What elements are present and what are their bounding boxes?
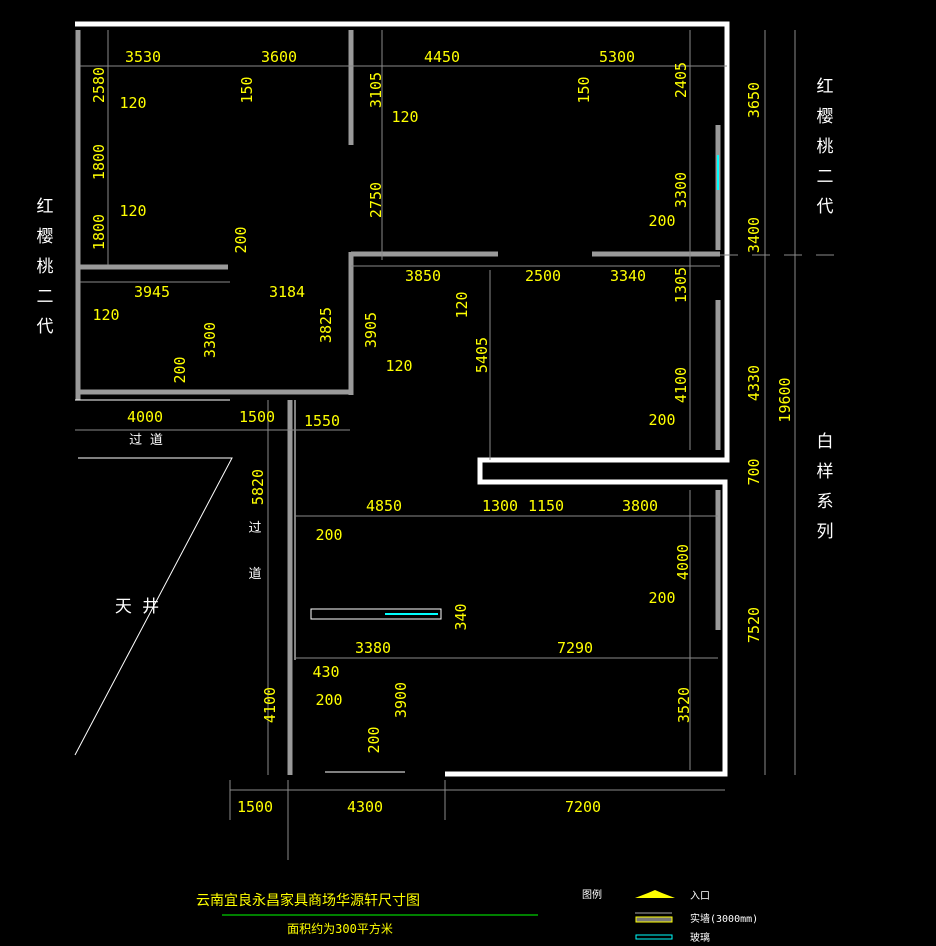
entrance-icon: [635, 890, 675, 898]
dimension-label: 3650: [745, 82, 763, 118]
series-char: 列: [817, 522, 834, 542]
dimension-label: 1800: [90, 214, 108, 250]
dimension-label: 200: [315, 691, 342, 709]
dimension-label: 1550: [304, 412, 340, 430]
dimension-label: 2750: [367, 182, 385, 218]
dimension-label: 5300: [599, 48, 635, 66]
series-char: 二: [37, 287, 54, 307]
legend-heading: 图例: [582, 888, 602, 901]
dimension-label: 340: [452, 603, 470, 630]
dimension-label: 120: [391, 108, 418, 126]
dimension-label: 700: [745, 458, 763, 485]
dimension-label: 5405: [473, 337, 491, 373]
dimension-label: 3825: [317, 307, 335, 343]
dimension-label: 7290: [557, 639, 593, 657]
series-char: 桃: [817, 137, 834, 157]
series-char: 系: [817, 492, 834, 512]
dimension-label: 3520: [675, 687, 693, 723]
dimension-label: 2500: [525, 267, 561, 285]
dimension-label: 4300: [347, 798, 383, 816]
dimension-label: 3380: [355, 639, 391, 657]
dimension-labels: 3530 3600 4450 5300 2580 120 150 3105 120 150 2405…: [90, 48, 794, 816]
corridor-side-char: 过: [248, 521, 261, 536]
dimension-label: 3600: [261, 48, 297, 66]
dimension-lines: [75, 30, 845, 860]
series-char: 白: [817, 432, 834, 452]
dimension-label: 7200: [565, 798, 601, 816]
dimension-label: 4850: [366, 497, 402, 515]
dimension-label: 1500: [239, 408, 275, 426]
legend-label: 入口: [690, 891, 710, 902]
dimension-label: 3184: [269, 283, 305, 301]
walls: [75, 21, 730, 777]
dimension-label: 1800: [90, 144, 108, 180]
dimension-label: 200: [365, 726, 383, 753]
courtyard: 天 井: [74, 457, 233, 756]
dimension-label: 7520: [745, 607, 763, 643]
solid-wall-swatch: [635, 916, 673, 923]
dimension-label: 120: [385, 357, 412, 375]
series-char: 红: [817, 77, 834, 97]
series-char: 代: [817, 197, 834, 217]
dimension-label: 200: [648, 589, 675, 607]
dimension-label: 4330: [745, 365, 763, 401]
series-char: 樱: [817, 107, 834, 127]
dimension-label: 3340: [610, 267, 646, 285]
dimension-label: 2405: [672, 62, 690, 98]
series-char: 红: [37, 197, 54, 217]
dimension-label: 4450: [424, 48, 460, 66]
series-label-left: 红 樱 桃 二 代: [37, 197, 54, 337]
legend: 图例 入口 实墙(3000mm) 玻璃: [582, 888, 758, 944]
dimension-label: 200: [648, 411, 675, 429]
series-label-right-2: 白 样 系 列: [817, 432, 834, 542]
dimension-label: 3300: [672, 172, 690, 208]
dimension-label: 1500: [237, 798, 273, 816]
dimension-label: 3945: [134, 283, 170, 301]
series-char: 样: [817, 462, 834, 482]
dimension-label: 4000: [674, 544, 692, 580]
dimension-label: 5820: [249, 469, 267, 505]
dimension-label: 200: [648, 212, 675, 230]
series-char: 樱: [37, 227, 54, 247]
area-text: 面积约为300平方米: [287, 921, 393, 936]
dimension-label: 120: [453, 291, 471, 318]
courtyard-label: 天 井: [115, 597, 159, 617]
series-label-right: 红 樱 桃 二 代: [817, 77, 834, 217]
legend-label: 实墙(3000mm): [690, 912, 758, 925]
dimension-label: 3400: [745, 217, 763, 253]
dimension-label: 3900: [392, 682, 410, 718]
dimension-label: 3105: [367, 72, 385, 108]
dimension-label: 3530: [125, 48, 161, 66]
legend-label: 玻璃: [690, 931, 710, 944]
dimension-label: 200: [232, 226, 250, 253]
dimension-label: 4100: [261, 687, 279, 723]
dimension-label: 430: [312, 663, 339, 681]
glass-swatch: [635, 934, 673, 940]
dimension-label: 120: [92, 306, 119, 324]
dimension-label: 2580: [90, 67, 108, 103]
dimension-label: 3850: [405, 267, 441, 285]
dimension-label: 1300: [482, 497, 518, 515]
dimension-label: 150: [575, 76, 593, 103]
dimension-label: 3800: [622, 497, 658, 515]
dimension-label: 3300: [201, 322, 219, 358]
dimension-label: 150: [238, 76, 256, 103]
dimension-label: 19600: [776, 377, 794, 422]
series-char: 桃: [37, 257, 54, 277]
title-block: 云南宜良永昌家具商场华源轩尺寸图 面积约为300平方米: [196, 892, 538, 936]
series-char: 二: [817, 167, 834, 187]
corridor-label: 过 道: [129, 433, 163, 448]
dimension-label: 1150: [528, 497, 564, 515]
dimension-label: 1305: [672, 267, 690, 303]
dimension-label: 4000: [127, 408, 163, 426]
series-char: 代: [37, 317, 54, 337]
dimension-label: 200: [315, 526, 342, 544]
dimension-label: 3905: [362, 312, 380, 348]
drawing-title: 云南宜良永昌家具商场华源轩尺寸图: [196, 892, 420, 909]
corridor-side-char: 道: [248, 567, 261, 582]
dimension-label: 200: [171, 356, 189, 383]
dimension-label: 120: [119, 94, 146, 112]
dimension-label: 120: [119, 202, 146, 220]
dimension-label: 4100: [672, 367, 690, 403]
